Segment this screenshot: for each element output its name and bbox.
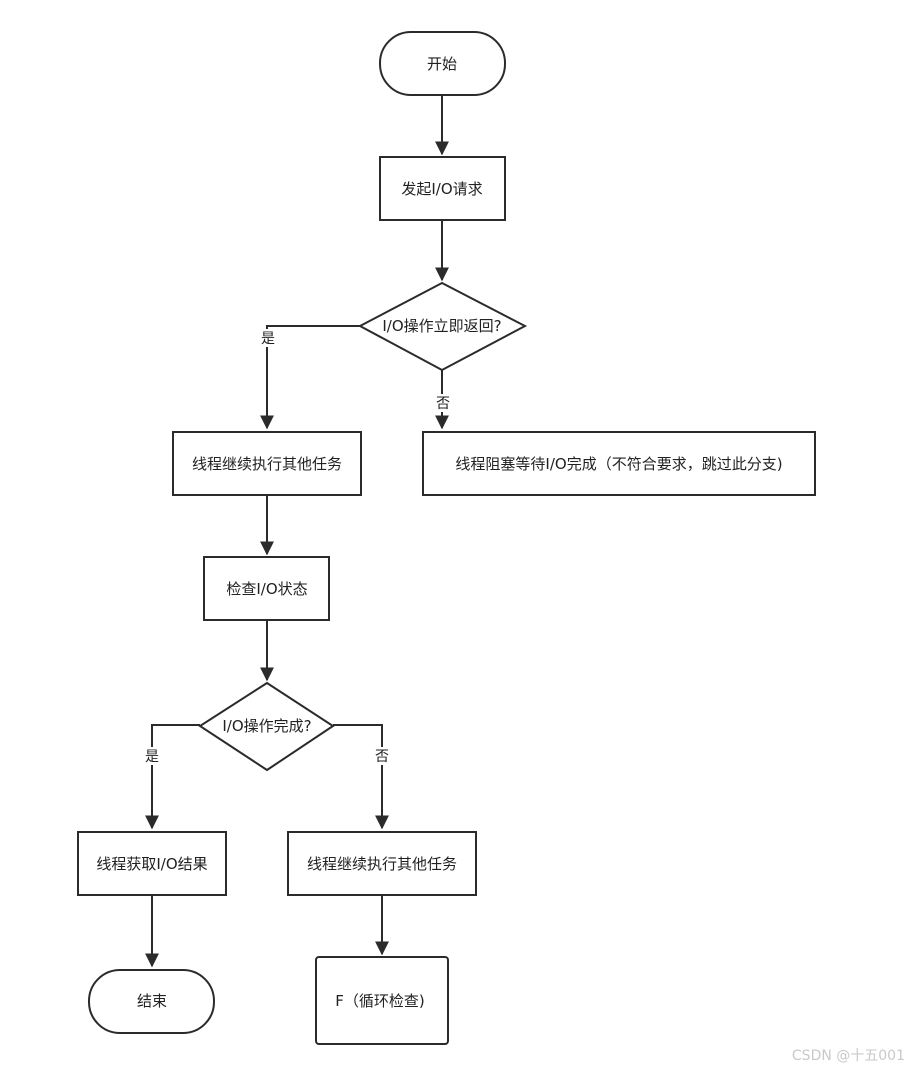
node-send-request-label: 发起I/O请求 <box>401 180 482 198</box>
edge-label-done-no: 否 <box>375 749 389 765</box>
node-continue-tasks-1: 线程继续执行其他任务 <box>172 431 362 496</box>
edge-done-yes <box>145 724 200 830</box>
node-end-label: 结束 <box>137 992 167 1010</box>
node-decision-done-label: I/O操作完成? <box>222 717 311 735</box>
node-continue-tasks-2-label: 线程继续执行其他任务 <box>307 855 457 873</box>
node-send-request: 发起I/O请求 <box>379 156 506 221</box>
node-start-label: 开始 <box>427 55 457 73</box>
node-continue-tasks-1-label: 线程继续执行其他任务 <box>192 455 342 473</box>
node-loop-check-label: F（循环检查) <box>335 992 424 1010</box>
node-start: 开始 <box>379 31 506 96</box>
node-check-status-label: 检查I/O状态 <box>226 580 307 598</box>
node-block-wait: 线程阻塞等待I/O完成（不符合要求，跳过此分支) <box>422 431 816 496</box>
node-decision-immediate: I/O操作立即返回? <box>357 281 528 372</box>
node-loop-check: F（循环检查) <box>315 956 449 1045</box>
node-get-result-label: 线程获取I/O结果 <box>96 855 207 873</box>
edge-done-no <box>333 724 389 830</box>
node-block-wait-label: 线程阻塞等待I/O完成（不符合要求，跳过此分支) <box>455 455 782 473</box>
node-end: 结束 <box>88 969 215 1034</box>
node-decision-immediate-label: I/O操作立即返回? <box>382 317 501 335</box>
node-get-result: 线程获取I/O结果 <box>77 831 227 896</box>
edge-label-done-yes: 是 <box>145 749 159 765</box>
node-decision-done: I/O操作完成? <box>198 681 335 772</box>
node-check-status: 检查I/O状态 <box>203 556 330 621</box>
node-continue-tasks-2: 线程继续执行其他任务 <box>287 831 477 896</box>
edge-label-immediate-yes: 是 <box>261 331 275 347</box>
watermark: CSDN @十五001 <box>791 1048 905 1064</box>
edge-label-immediate-no: 否 <box>436 396 450 412</box>
edge-decision-yes <box>260 325 360 430</box>
